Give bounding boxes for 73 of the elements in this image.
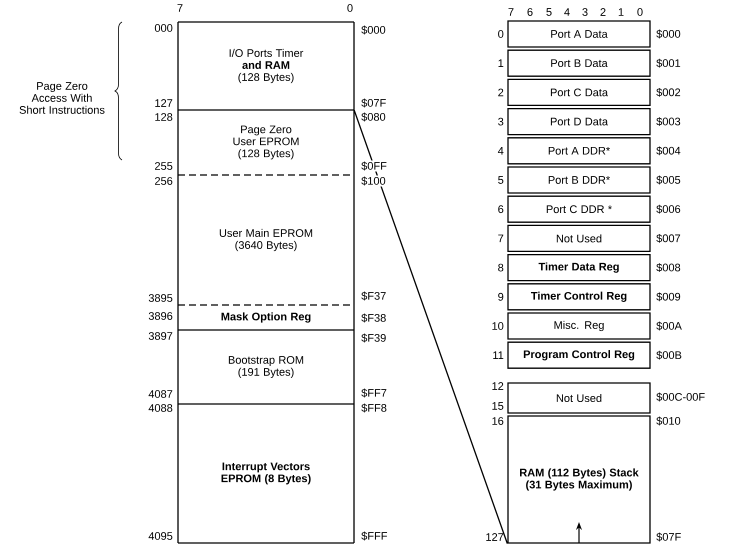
register-box: RAM (112 Bytes) Stack (31 Bytes Maximum)	[507, 415, 651, 544]
address-hex: $009	[655, 291, 682, 302]
address-decimal: 3897	[148, 332, 172, 340]
register-box: Not Used	[507, 224, 651, 252]
address-decimal: 5	[498, 176, 504, 184]
register-box: Port C Data	[507, 78, 651, 106]
address-decimal: 6	[498, 205, 504, 214]
address-decimal: 127	[155, 99, 172, 107]
address-decimal: 1	[498, 59, 504, 67]
address-decimal: 3	[498, 118, 504, 126]
address-decimal: 4	[498, 147, 504, 155]
address-hex: $000	[655, 28, 682, 40]
address-decimal: 127	[486, 533, 504, 541]
memory-block: Interrupt Vectors EPROM (8 Bytes)	[177, 404, 355, 544]
address-decimal: 9	[498, 292, 504, 301]
register-box: Timer Control Reg	[507, 283, 651, 310]
address-hex: $FF7	[360, 388, 388, 398]
address-hex: $007	[655, 232, 682, 244]
address-hex: $FF8	[360, 402, 388, 414]
address-hex: $F38	[360, 312, 388, 324]
register-box: Not Used	[507, 382, 651, 414]
address-decimal: 4087	[148, 390, 172, 398]
memory-block: User Main EPROM (3640 Bytes)	[177, 175, 355, 306]
address-hex: $F39	[360, 332, 388, 344]
register-box: Port B DDR*	[507, 166, 651, 194]
address-hex: $100	[360, 176, 387, 186]
address-hex: $005	[655, 174, 682, 186]
address-hex: $003	[655, 116, 682, 128]
address-decimal: 16	[492, 417, 504, 425]
memory-block: Mask Option Reg	[177, 305, 355, 331]
address-hex: $010	[655, 416, 682, 426]
address-decimal: 0	[498, 30, 504, 38]
register-box: Port A Data	[507, 20, 651, 48]
address-decimal: 7	[498, 234, 504, 242]
memory-block: I/O Ports Timer and RAM (128 Bytes)	[177, 21, 355, 111]
address-hex: $006	[655, 204, 682, 215]
register-box: Port B Data	[507, 50, 651, 77]
address-hex: $00A	[655, 320, 683, 332]
address-decimal: 4088	[148, 404, 172, 412]
address-hex: $00B	[655, 350, 683, 361]
memory-block: Page Zero User EPROM (128 Bytes)	[177, 110, 355, 176]
address-decimal: 2	[498, 88, 504, 96]
address-decimal: 128	[155, 113, 172, 121]
leader-line	[354, 110, 508, 544]
address-decimal: 256	[155, 177, 172, 185]
address-hex: $0FF	[360, 160, 388, 172]
memory-block: Bootstrap ROM (191 Bytes)	[177, 330, 355, 405]
address-hex: $FFF	[360, 530, 388, 542]
address-decimal: 10	[492, 322, 504, 330]
brace-note: Page Zero Access With Short Instructions	[20, 82, 105, 114]
address-decimal: 3895	[148, 294, 172, 302]
address-decimal: 3896	[148, 312, 172, 320]
address-hex: $F37	[360, 290, 388, 302]
register-box: Misc. Reg	[507, 312, 651, 340]
register-box: Port A DDR*	[507, 137, 651, 164]
register-box: Port C DDR *	[507, 196, 651, 223]
address-decimal: 255	[155, 162, 172, 170]
register-box: Port D Data	[507, 108, 651, 136]
address-hex: $080	[360, 112, 387, 122]
address-hex: $00C-00F	[655, 392, 706, 402]
register-box: Program Control Reg	[507, 342, 651, 369]
address-decimal: 15	[492, 402, 504, 410]
address-hex: $07F	[360, 98, 388, 108]
address-decimal: 8	[498, 264, 504, 272]
address-hex: $002	[655, 86, 682, 98]
address-hex: $001	[655, 58, 682, 69]
address-hex: $004	[655, 145, 682, 156]
address-hex: $008	[655, 262, 682, 274]
address-hex: $000	[360, 24, 387, 36]
register-box: Timer Data Reg	[507, 254, 651, 282]
address-hex: $07F	[655, 532, 682, 542]
address-decimal: 11	[493, 351, 504, 359]
address-decimal: 12	[492, 382, 504, 390]
